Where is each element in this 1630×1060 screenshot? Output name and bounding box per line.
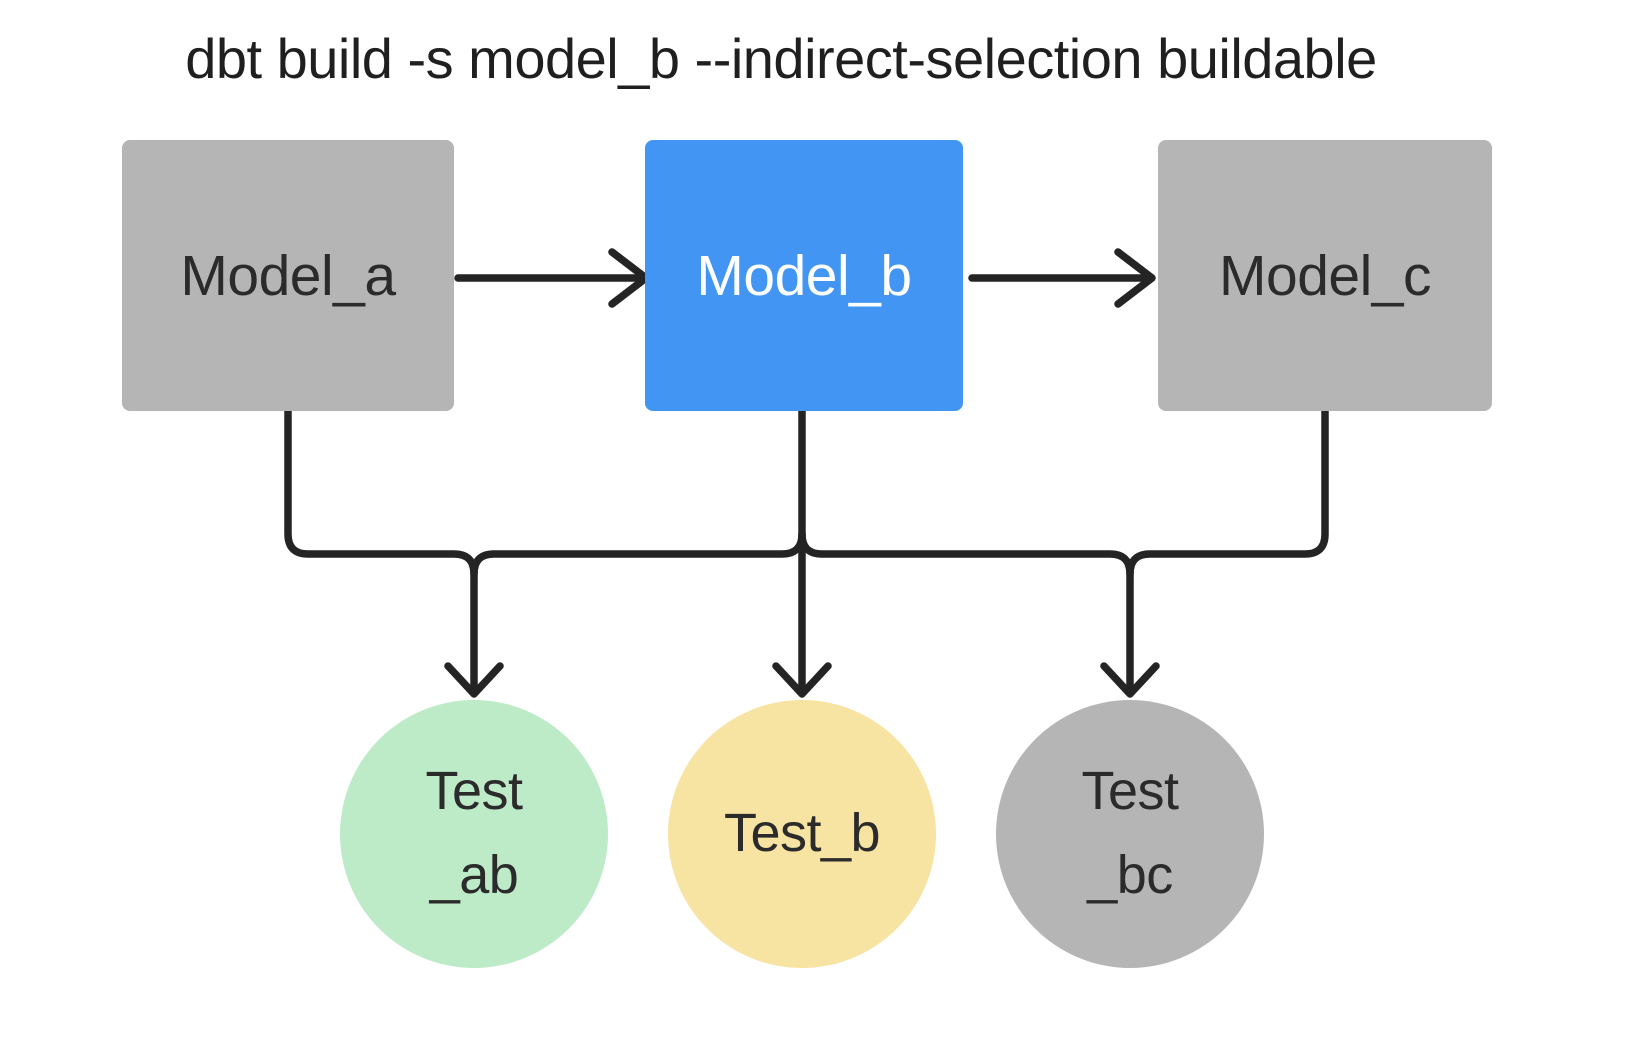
node-model-b-label: Model_b (696, 243, 912, 308)
command-title: dbt build -s model_b --indirect-selectio… (185, 27, 1377, 90)
edge-bus-right-segment (798, 530, 1134, 695)
edge-model-c-to-test-bc (1126, 407, 1329, 578)
node-test-ab: Test _ab (340, 700, 608, 968)
node-model-a-label: Model_a (180, 243, 396, 308)
edge-bus-left-segment (470, 530, 806, 578)
node-test-b-label: Test_b (723, 803, 881, 864)
edge-model-a-to-test-ab (284, 407, 478, 695)
arrow-model-b-to-model-c (968, 248, 1156, 308)
node-model-c: Model_c (1158, 140, 1492, 411)
node-model-b: Model_b (645, 140, 963, 411)
arrow-model-a-to-model-b (454, 248, 650, 308)
node-test-bc-label: Test _bc (1081, 761, 1179, 905)
node-test-ab-label: Test _ab (425, 761, 523, 905)
node-test-b: Test_b (668, 700, 936, 968)
arrowhead-test-b (772, 662, 832, 698)
node-test-bc: Test _bc (996, 700, 1264, 968)
node-model-a: Model_a (122, 140, 454, 411)
arrowhead-test-bc (1100, 662, 1160, 698)
arrowhead-test-ab (444, 662, 504, 698)
node-model-c-label: Model_c (1219, 243, 1431, 308)
